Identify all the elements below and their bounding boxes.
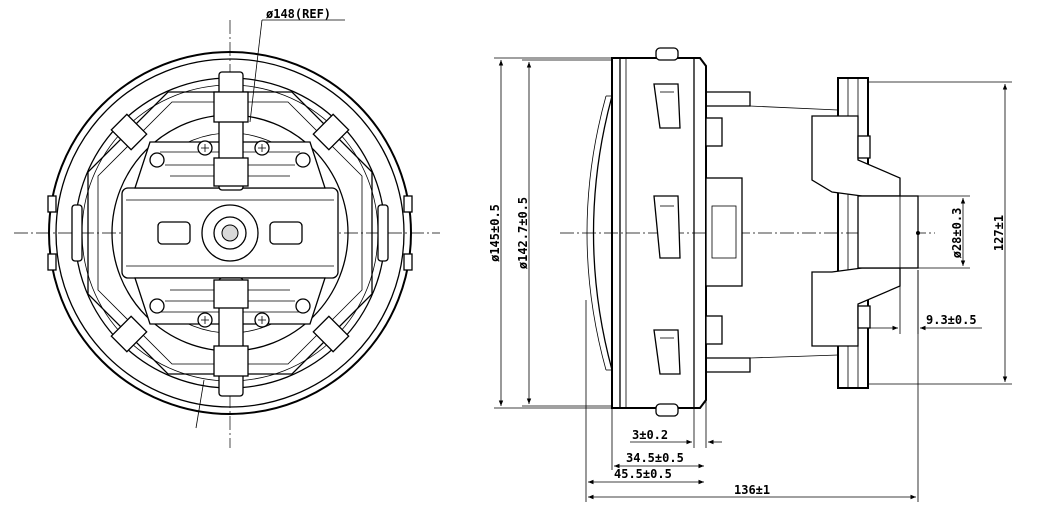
shaft-bearing — [213, 216, 247, 250]
front-view: ø148(REF) — [14, 7, 440, 448]
bracket-bottom-right — [312, 315, 350, 353]
left-tab-upper — [47, 195, 57, 213]
depth-inner-label: 34.5±0.5 — [626, 451, 684, 465]
octagon-frame — [87, 91, 373, 375]
outer-ring-inner — [55, 58, 405, 408]
side-view — [560, 47, 935, 417]
housing-louvres — [653, 83, 681, 375]
hub-screws — [149, 140, 311, 328]
bearing-clip-upper — [857, 135, 871, 159]
overall-length-label: 136±1 — [734, 483, 770, 497]
dimension-lines: ø145±0.5 ø142.7±0.5 ø28±0.3 127±1 9.3±0.… — [488, 57, 1012, 502]
bracket-top-left — [110, 113, 148, 151]
bracket-bottom-left — [110, 315, 148, 353]
shaft-diameter-label: ø28±0.3 — [950, 208, 964, 259]
outer-diameter-label: ø145±0.5 — [488, 204, 502, 262]
brush-clip-bottom — [213, 279, 249, 309]
shaft-housing — [857, 195, 919, 269]
bracket-top-right — [312, 113, 350, 151]
mount-height-label: 127±1 — [992, 215, 1006, 251]
shaft-offset-label: 9.3±0.5 — [926, 313, 977, 327]
front-diameter-ref-label: ø148(REF) — [266, 7, 331, 21]
inner-diameter-label: ø142.7±0.5 — [516, 197, 530, 269]
left-tab-lower — [47, 253, 57, 271]
depth-outer-label: 45.5±0.5 — [614, 467, 672, 481]
left-slot — [71, 204, 83, 262]
outer-ring — [48, 51, 412, 415]
motor-core — [705, 177, 743, 287]
shaft — [221, 224, 239, 242]
core-tab-lower — [705, 315, 723, 345]
octagon-frame-inner — [97, 101, 363, 365]
lower-rod — [706, 357, 751, 373]
ref-leader — [249, 19, 263, 123]
side-post-right — [269, 221, 303, 245]
upper-rod — [706, 91, 751, 107]
bearing-arm-lower — [811, 267, 901, 347]
bottom-clip — [655, 403, 679, 417]
bearing-arm-upper — [811, 115, 901, 197]
top-clip — [655, 47, 679, 61]
core-tab-upper — [705, 117, 723, 147]
right-tab-lower — [403, 253, 413, 271]
right-tab-upper — [403, 195, 413, 213]
cap-thickness-label: 3±0.2 — [632, 428, 668, 442]
side-post-left — [157, 221, 191, 245]
shaft-tip — [916, 231, 920, 235]
brush-cap-top — [213, 91, 249, 123]
brush-clip-top — [213, 157, 249, 187]
brush-cap-bottom — [213, 345, 249, 377]
bearing-clip-lower — [857, 305, 871, 329]
front-cap — [592, 95, 613, 371]
right-slot — [377, 204, 389, 262]
